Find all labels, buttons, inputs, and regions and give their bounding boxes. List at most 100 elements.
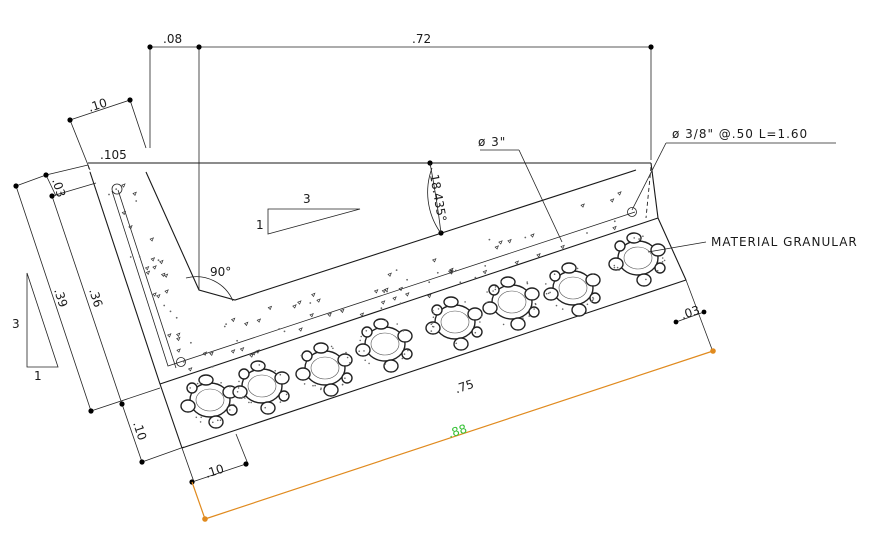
grain	[199, 381, 201, 384]
concrete-speck	[524, 236, 527, 239]
concrete-aggregate-mark	[209, 351, 214, 357]
stone-inner	[623, 246, 653, 270]
grain	[359, 339, 362, 342]
grain	[196, 382, 199, 385]
grain	[349, 362, 351, 364]
concrete-speck	[115, 188, 118, 191]
stone-cluster	[482, 276, 540, 331]
concrete-aggregate-mark	[175, 332, 181, 337]
dim-left-height-outer: .39	[51, 287, 70, 309]
grain	[312, 384, 314, 387]
concrete-speck	[129, 256, 132, 258]
small-stone	[443, 296, 459, 308]
small-stone	[313, 342, 329, 354]
concrete-aggregate-mark	[380, 300, 386, 305]
grain	[545, 283, 547, 285]
grain	[195, 416, 198, 419]
concrete-aggregate-mark	[449, 267, 454, 273]
grain	[279, 401, 282, 403]
dim-right-small: .03	[679, 303, 701, 322]
concrete-speck	[138, 256, 141, 258]
grain	[345, 351, 347, 354]
stone-cluster	[180, 374, 238, 429]
grain	[229, 409, 231, 411]
concrete-speck	[386, 290, 388, 293]
concrete-aggregate-mark	[176, 336, 181, 342]
small-stone	[274, 371, 290, 385]
concrete-aggregate-mark	[256, 318, 262, 323]
note-rebar: ø 3/8" @.50 L=1.60	[672, 127, 808, 141]
grain	[199, 421, 202, 423]
grain	[638, 238, 640, 240]
concrete-aggregate-mark	[392, 296, 397, 301]
small-stone	[561, 262, 577, 274]
grain	[592, 298, 595, 300]
grain	[590, 300, 592, 303]
grain	[561, 308, 564, 310]
small-stone	[355, 343, 371, 357]
concrete-aggregate-mark	[384, 287, 389, 293]
dim-bottom-thickness: .10	[130, 420, 149, 442]
dim-bottom-left: .10	[203, 462, 225, 481]
grain	[494, 288, 497, 291]
concrete-aggregate-mark	[144, 265, 150, 271]
concrete-aggregate-mark	[150, 257, 156, 262]
concrete-speck	[395, 269, 398, 271]
concrete-aggregate-mark	[373, 289, 379, 294]
grain	[240, 397, 243, 400]
granular-bed	[159, 217, 687, 449]
slope-top-run: 3	[303, 192, 311, 206]
grain	[656, 269, 659, 272]
grain	[238, 380, 240, 383]
small-stone	[208, 415, 224, 429]
concrete-aggregate-mark	[494, 245, 500, 250]
grain	[384, 319, 387, 322]
concrete-aggregate-mark	[156, 293, 161, 299]
grain	[547, 292, 550, 295]
grain	[639, 238, 641, 240]
small-stone	[383, 359, 399, 373]
concrete-aggregate-mark	[327, 312, 332, 318]
grain	[346, 356, 349, 359]
concrete-aggregate-mark	[163, 273, 169, 278]
dim-right-angle: 90°	[210, 265, 231, 279]
left-dimensions: .03 .39 .36 .10	[13, 164, 185, 465]
concrete-aggregate-mark	[176, 348, 181, 353]
slope-top-rise: 1	[256, 218, 264, 232]
small-stone	[528, 306, 540, 318]
bottom-dimensions: .10 .88	[181, 348, 716, 522]
small-stone	[471, 326, 483, 338]
grain	[591, 299, 594, 302]
concrete-speck	[474, 276, 477, 279]
dim-base-width: .75	[453, 377, 475, 396]
callouts: ø 3" ø 3/8" @.50 L=1.60 MATERIAL GRANULA…	[478, 127, 858, 253]
grain	[616, 266, 619, 269]
grain	[401, 357, 404, 360]
concrete-aggregate-mark	[536, 253, 541, 258]
concrete-aggregate-mark	[340, 308, 345, 314]
concrete-aggregate-mark	[267, 305, 273, 311]
small-stone	[614, 240, 626, 252]
grain	[430, 330, 433, 332]
note-granular: MATERIAL GRANULAR	[711, 235, 858, 249]
concrete-aggregate-mark	[498, 240, 503, 245]
small-stone	[337, 353, 353, 367]
grain	[432, 316, 435, 319]
concrete-aggregate-mark	[447, 269, 453, 274]
dim-left-small: .03	[49, 177, 68, 199]
stone-cluster	[543, 262, 601, 317]
grain	[264, 406, 267, 409]
dim-left-height-inner: .36	[86, 287, 105, 309]
dim-slope-angle: 18.435°	[427, 173, 449, 223]
small-stone	[198, 374, 214, 386]
slope-left-run: 1	[34, 369, 42, 383]
stone-inner	[195, 388, 225, 412]
small-stone	[295, 367, 311, 381]
grain	[486, 301, 488, 304]
small-stone	[278, 390, 290, 402]
concrete-aggregate-mark	[152, 292, 157, 297]
concrete-speck	[175, 316, 178, 319]
small-stone	[180, 399, 196, 413]
grain	[430, 323, 433, 326]
grain	[229, 385, 231, 388]
